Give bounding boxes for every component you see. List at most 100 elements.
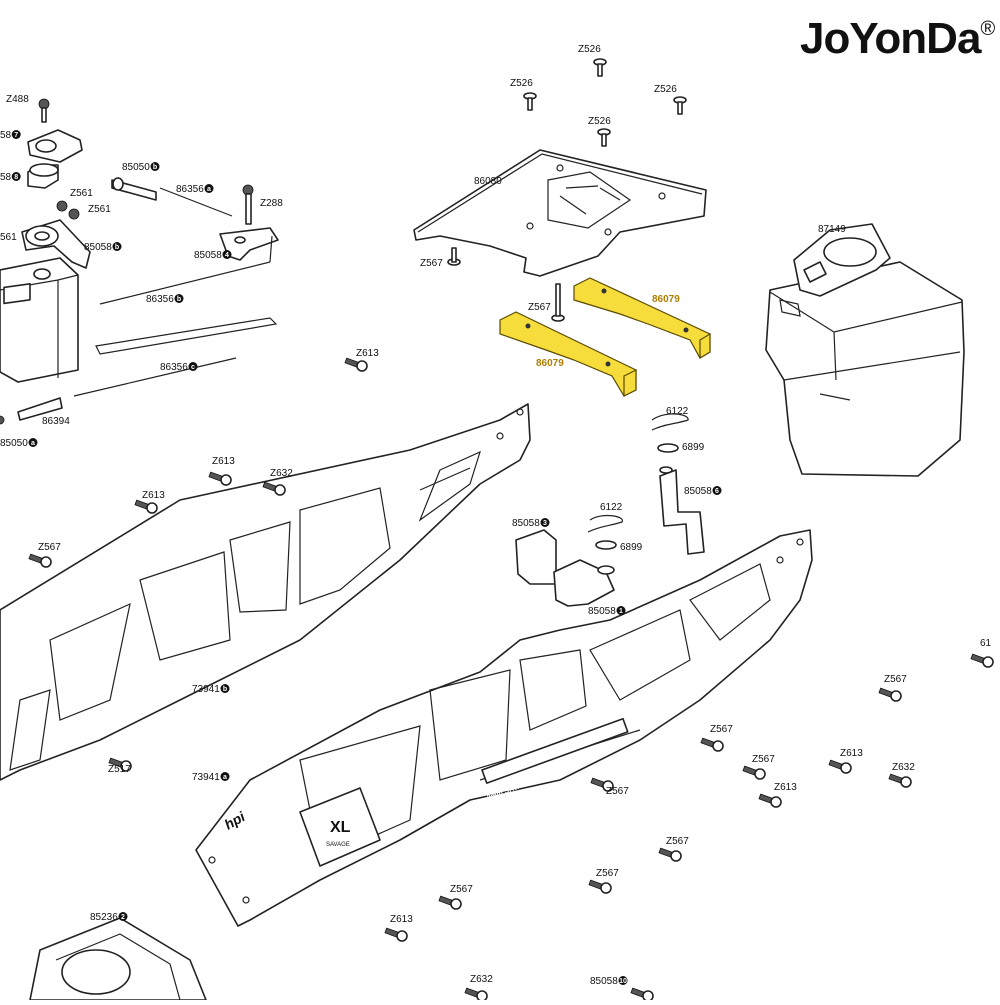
brace-86079-upper bbox=[573, 277, 711, 360]
screw bbox=[438, 895, 462, 910]
part-label: 85058 bbox=[194, 250, 222, 261]
screw bbox=[878, 687, 902, 702]
part-label: Z567 bbox=[596, 868, 619, 879]
part-badge bbox=[220, 684, 230, 693]
part-label: Z526 bbox=[588, 116, 611, 127]
part-badge-label: b bbox=[223, 686, 227, 693]
part-label: Z567 bbox=[710, 724, 733, 735]
top-screws bbox=[447, 58, 687, 322]
part-label: Z288 bbox=[260, 198, 283, 209]
part-label: 85236 bbox=[90, 912, 118, 923]
part-badge-label: 10 bbox=[619, 978, 627, 985]
screw bbox=[658, 847, 682, 862]
part-label: 73941 bbox=[192, 772, 220, 783]
part-label: 86356 bbox=[146, 294, 174, 305]
screw bbox=[742, 765, 766, 780]
part-label: Z526 bbox=[510, 78, 533, 89]
part-badge-label: a bbox=[223, 774, 227, 781]
part-badge-label: c bbox=[191, 364, 195, 371]
screw bbox=[588, 879, 612, 894]
part-label: Z613 bbox=[774, 782, 797, 793]
part-badge bbox=[712, 486, 722, 495]
screw bbox=[464, 987, 488, 1002]
mount-parts bbox=[515, 413, 705, 607]
part-label: Z567 bbox=[752, 754, 775, 765]
screw bbox=[384, 927, 408, 942]
part-badge-label: a bbox=[207, 186, 211, 193]
part-badge-label: 4 bbox=[225, 252, 229, 259]
screw bbox=[888, 773, 912, 788]
screw bbox=[828, 759, 852, 774]
part-badge bbox=[616, 606, 626, 615]
part-badge bbox=[150, 162, 160, 171]
part-badge bbox=[618, 976, 628, 985]
part-label: 58 bbox=[0, 172, 12, 183]
part-label: Z567 bbox=[528, 302, 551, 313]
part-label: Z613 bbox=[142, 490, 165, 501]
part-label: Z567 bbox=[420, 258, 443, 269]
part-label: Z613 bbox=[840, 748, 863, 759]
part-badge-label: 2 bbox=[121, 914, 125, 921]
part-label: 85058 bbox=[590, 976, 618, 987]
part-badge-label: b bbox=[177, 296, 181, 303]
part-label: 86394 bbox=[42, 416, 70, 427]
part-label: Z632 bbox=[270, 468, 293, 479]
part-badge-label: 1 bbox=[619, 608, 623, 615]
part-label: 561 bbox=[0, 232, 17, 243]
part-label: 58 bbox=[0, 130, 12, 141]
screw bbox=[758, 793, 782, 808]
part-label: Z613 bbox=[212, 456, 235, 467]
part-label: Z567 bbox=[666, 836, 689, 847]
part-label: Z613 bbox=[356, 348, 379, 359]
part-label: 85050 bbox=[122, 162, 150, 173]
part-label: Z517 bbox=[108, 764, 131, 775]
part-label: 86356 bbox=[160, 362, 188, 373]
part-badge-label: 6 bbox=[715, 488, 719, 495]
screw bbox=[344, 357, 368, 372]
part-badge-label: b bbox=[115, 244, 119, 251]
part-badge bbox=[118, 912, 128, 921]
part-label: Z488 bbox=[6, 94, 29, 105]
part-label: 6899 bbox=[620, 542, 643, 553]
part-label: 85058 bbox=[512, 518, 540, 529]
screw bbox=[28, 553, 52, 568]
part-badge bbox=[28, 438, 38, 447]
part-badge bbox=[222, 250, 232, 259]
chassis-xl-badge: XL SAVAGE bbox=[299, 787, 381, 867]
part-badge bbox=[540, 518, 550, 527]
part-label: Z567 bbox=[884, 674, 907, 685]
part-label: 86079 bbox=[536, 358, 564, 369]
part-label: 85050 bbox=[0, 438, 28, 449]
part-badge-label: a bbox=[31, 440, 35, 447]
part-badge bbox=[11, 130, 21, 139]
part-badge-label: b bbox=[153, 164, 157, 171]
part-badge bbox=[112, 242, 122, 251]
screw bbox=[108, 757, 132, 772]
part-label: Z567 bbox=[606, 786, 629, 797]
screw bbox=[630, 987, 654, 1002]
screw bbox=[590, 777, 614, 792]
screw bbox=[134, 499, 158, 514]
part-badge bbox=[188, 362, 198, 371]
part-label: 6122 bbox=[600, 502, 623, 513]
part-label: 86080 bbox=[474, 176, 502, 187]
part-badge bbox=[174, 294, 184, 303]
part-label: Z561 bbox=[70, 188, 93, 199]
loose-screws bbox=[28, 357, 994, 1002]
chassis-plate-73941-left bbox=[0, 403, 531, 781]
screw bbox=[970, 653, 994, 668]
part-label: 87149 bbox=[818, 224, 846, 235]
screw bbox=[262, 481, 286, 496]
part-badge bbox=[11, 172, 21, 181]
part-label: Z526 bbox=[578, 44, 601, 55]
part-label: Z561 bbox=[88, 204, 111, 215]
fuel-tank-87149 bbox=[765, 223, 965, 477]
screw bbox=[700, 737, 724, 752]
top-plate-86080 bbox=[413, 149, 707, 277]
radio-box-85236 bbox=[29, 917, 207, 1001]
brace-86079-lower bbox=[499, 311, 637, 397]
part-label: 86079 bbox=[652, 294, 680, 305]
part-label: 85058 bbox=[588, 606, 616, 617]
